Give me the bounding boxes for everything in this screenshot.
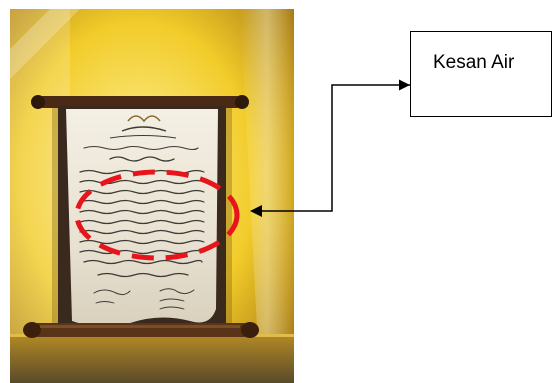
calligraphic-crest-icon bbox=[109, 115, 177, 139]
scroll-bottom-rod-end-left bbox=[23, 322, 41, 338]
photo-drawing bbox=[10, 9, 294, 383]
scroll-top-rod-end-right bbox=[235, 95, 249, 109]
scroll-bottom-rod-highlight bbox=[40, 325, 240, 328]
signature-marks bbox=[93, 288, 195, 310]
scroll-parchment bbox=[66, 109, 218, 327]
glass-corner-reflection bbox=[10, 9, 80, 79]
arrowhead-to-label-icon bbox=[399, 79, 410, 91]
callout-box: Kesan Air bbox=[410, 31, 552, 117]
manuscript-photo bbox=[10, 9, 294, 383]
callout-label: Kesan Air bbox=[433, 52, 515, 73]
scroll-top-rod-end-left bbox=[31, 95, 45, 109]
scroll-bottom-rod-end-right bbox=[241, 322, 259, 338]
scroll-top-rod bbox=[38, 96, 242, 108]
case-base bbox=[10, 334, 294, 383]
